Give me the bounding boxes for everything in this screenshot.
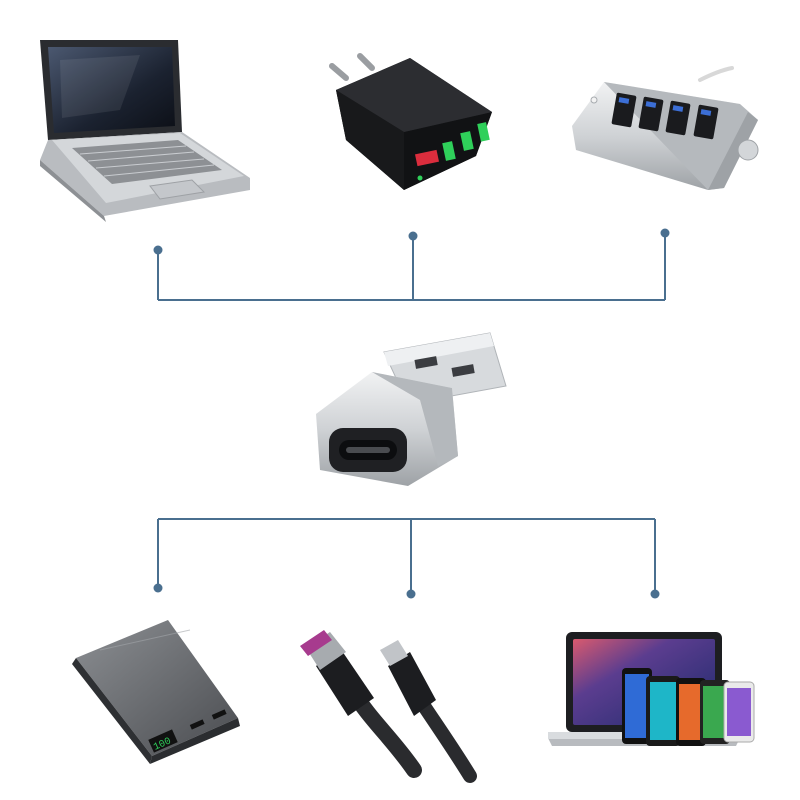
wall-charger-icon bbox=[329, 53, 492, 190]
connector-dot-hub bbox=[660, 228, 670, 238]
connector-dot-charger bbox=[408, 231, 418, 241]
connector-dot-laptop bbox=[153, 245, 163, 255]
connector-dot-cables bbox=[406, 589, 416, 599]
connector-bottom bbox=[157, 518, 656, 594]
usb-a-to-usb-c-adapter-icon bbox=[316, 332, 507, 486]
connector-top bbox=[157, 233, 666, 301]
connector-dot-screens bbox=[650, 589, 660, 599]
usb-cables-icon bbox=[300, 630, 477, 783]
netbook-laptop-icon bbox=[40, 40, 250, 222]
usb-hub-icon bbox=[572, 66, 759, 190]
connector-dot-powerbank bbox=[153, 583, 163, 593]
laptop-phones-icon bbox=[548, 632, 755, 746]
power-bank-icon: 100 bbox=[72, 620, 240, 764]
